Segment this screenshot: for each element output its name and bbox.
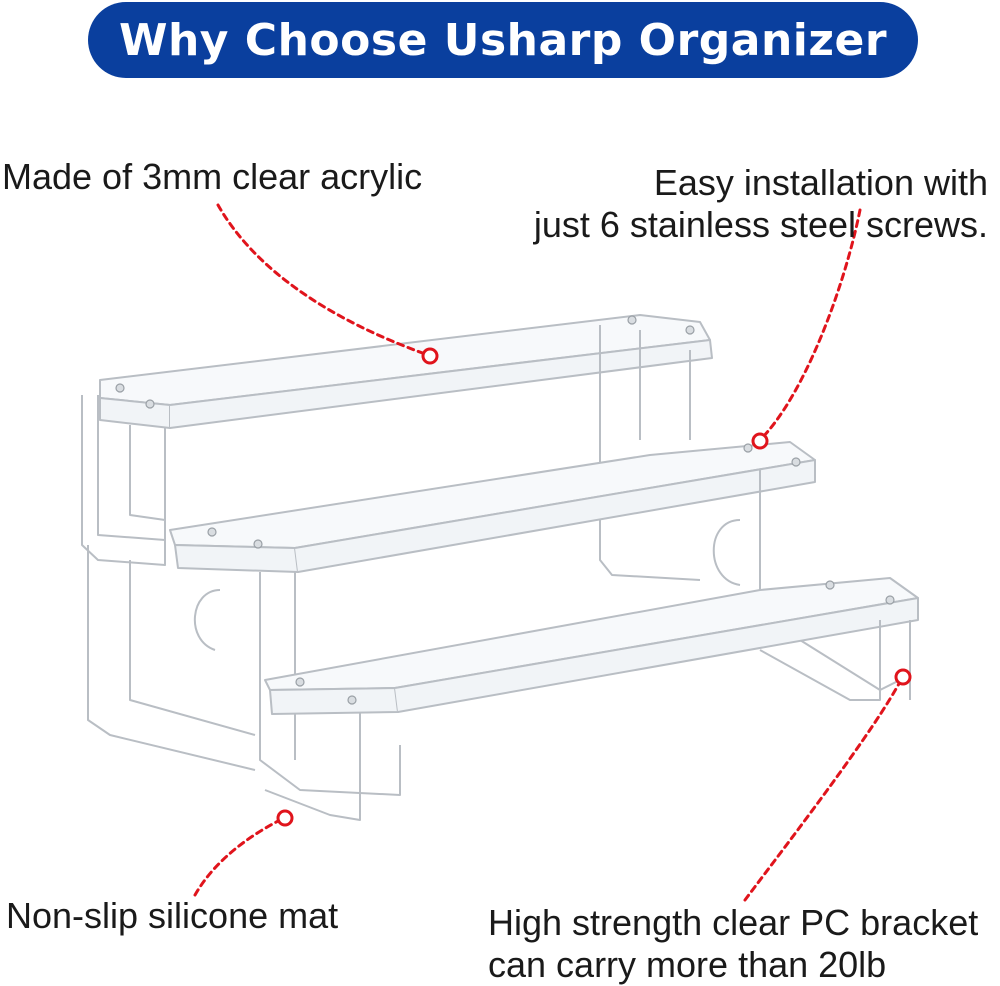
marker-installation: [751, 432, 769, 450]
callout-bracket-line1: High strength clear PC bracket: [488, 902, 979, 943]
top-shelf: [99, 314, 713, 429]
marker-acrylic: [421, 347, 439, 365]
title-banner: Why Choose Usharp Organizer: [88, 2, 918, 78]
bottom-shelf: [264, 577, 919, 715]
pointer-bracket: [743, 676, 904, 902]
pointer-mat: [193, 816, 286, 897]
callout-acrylic-text: Made of 3mm clear acrylic: [2, 156, 423, 197]
top-right-bracket: [599, 325, 701, 581]
callout-bracket: High strength clear PC bracket can carry…: [488, 902, 978, 986]
callout-installation: Easy installation with just 6 stainless …: [534, 162, 988, 246]
callout-acrylic: Made of 3mm clear acrylic: [2, 156, 422, 198]
callout-mat-text: Non-slip silicone mat: [6, 895, 339, 936]
pointer-acrylic: [216, 203, 430, 357]
callout-bracket-line2: can carry more than 20lb: [488, 944, 887, 985]
callout-installation-line1: Easy installation with: [653, 162, 988, 203]
pointer-installation: [758, 208, 862, 442]
callout-mat: Non-slip silicone mat: [6, 895, 338, 937]
middle-shelf: [169, 441, 816, 573]
marker-mat: [276, 809, 294, 827]
top-left-bracket: [81, 395, 166, 566]
marker-bracket: [894, 668, 912, 686]
callout-installation-line2: just 6 stainless steel screws.: [533, 204, 988, 245]
banner-title: Why Choose Usharp Organizer: [118, 14, 888, 66]
bottom-brackets: [87, 545, 911, 821]
